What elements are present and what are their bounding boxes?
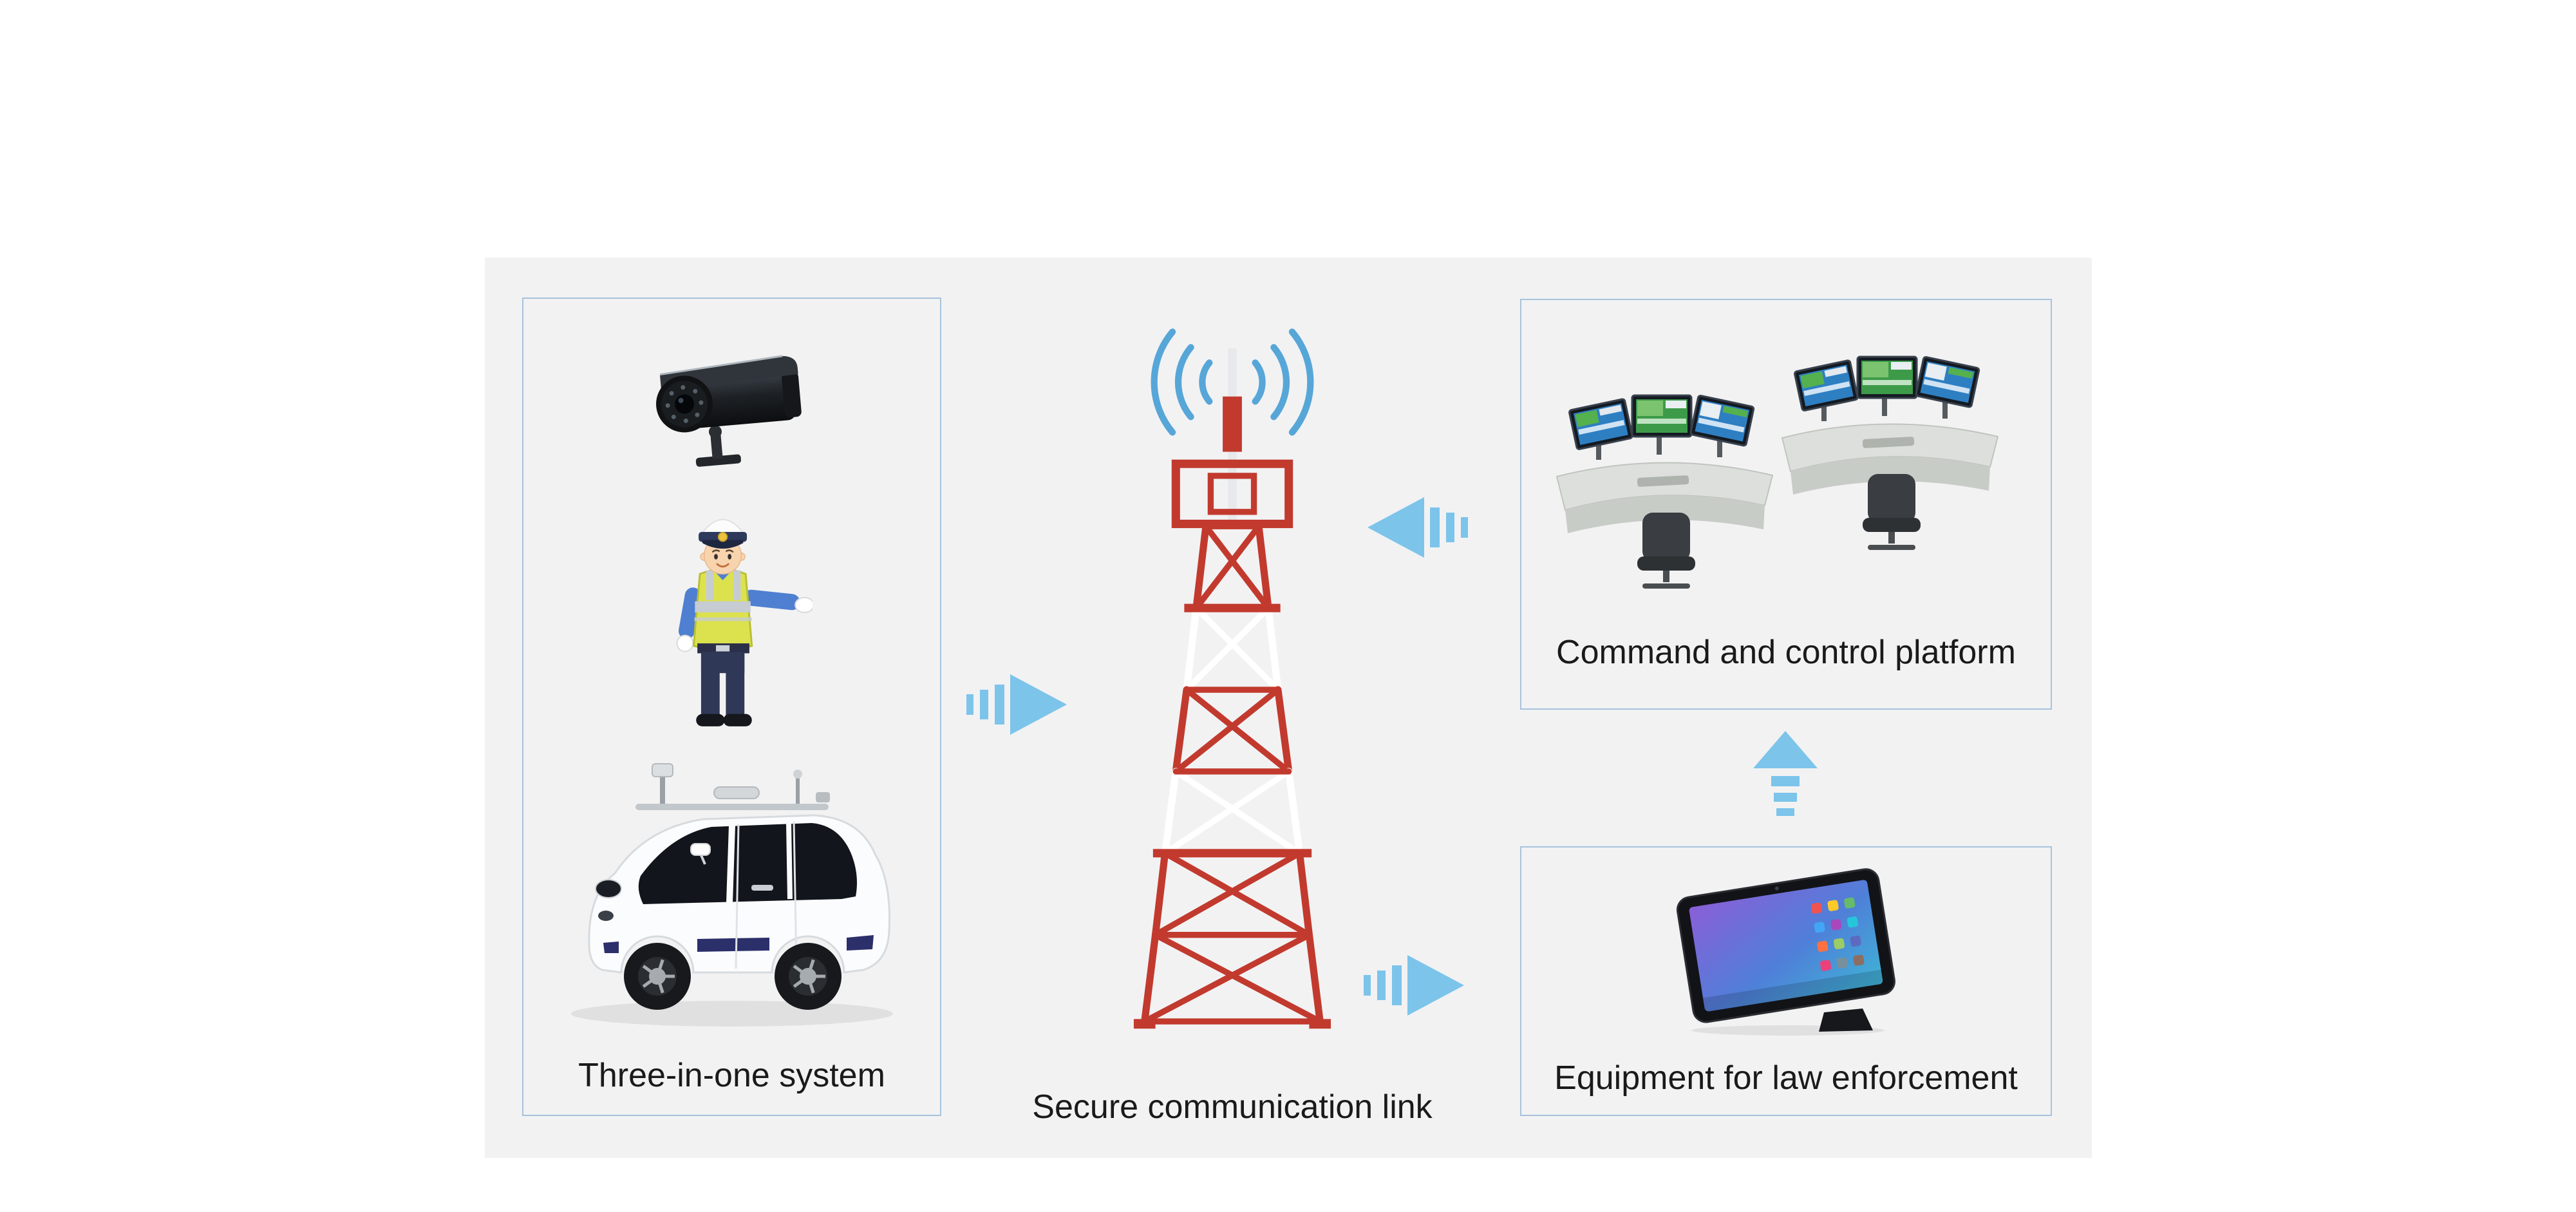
flow-arrow-equipment-to-platform-icon xyxy=(1748,728,1823,830)
law-enforcement-box: Equipment for law enforcement xyxy=(1520,846,2052,1116)
secure-link-label: Secure communication link xyxy=(1032,1088,1433,1126)
tablet-icon xyxy=(1676,868,1895,1036)
flow-arrow-threeinone-to-tower-icon xyxy=(966,670,1071,739)
law-enforcement-label: Equipment for law enforcement xyxy=(1554,1059,2018,1097)
surveillance-camera-icon xyxy=(655,355,802,467)
diagram-panel: Three-in-one system xyxy=(485,258,2092,1158)
three-in-one-box: Three-in-one system xyxy=(522,298,941,1116)
patrol-vehicle-icon xyxy=(570,763,893,1027)
three-in-one-label: Three-in-one system xyxy=(578,1056,885,1094)
command-platform-box: Command and control platform xyxy=(1520,299,2052,710)
radio-tower-icon xyxy=(1133,328,1331,1029)
traffic-police-officer-icon xyxy=(675,518,813,726)
flow-arrow-tower-to-equipment-icon xyxy=(1364,951,1468,1019)
flow-arrow-platform-to-tower-icon xyxy=(1364,493,1468,562)
signal-waves-icon xyxy=(1151,328,1314,436)
control-room-icon xyxy=(1554,328,2017,618)
command-platform-label: Command and control platform xyxy=(1556,633,2016,671)
